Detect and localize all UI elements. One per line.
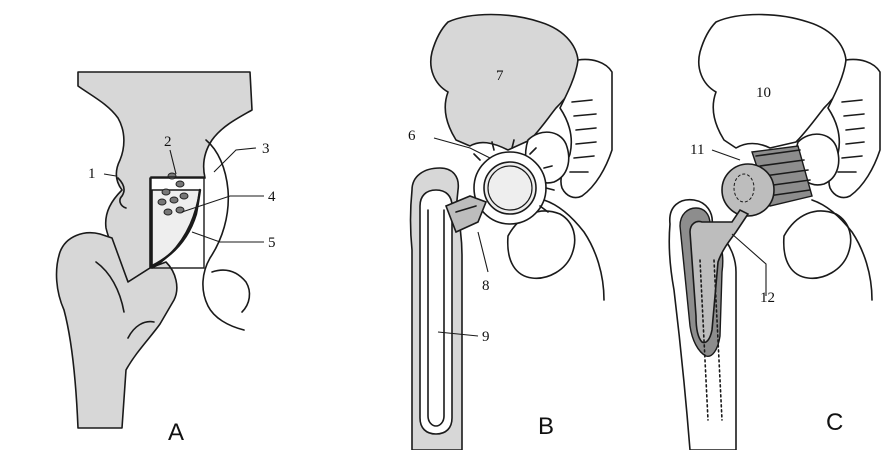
ischium-c (784, 211, 851, 278)
label-12: 12 (760, 290, 775, 306)
panel-a-drawing (57, 72, 264, 428)
label-11: 11 (690, 142, 704, 158)
acetabular-cup-c (722, 146, 812, 216)
femoral-stem-b (420, 190, 452, 434)
ischium-a (212, 270, 249, 312)
label-4: 4 (268, 189, 276, 205)
label-2: 2 (164, 134, 172, 150)
leader-1 (104, 174, 116, 176)
leader-12 (732, 234, 766, 296)
pelvis-contour-a (203, 140, 244, 330)
panel-b-drawing (411, 15, 613, 450)
label-8: 8 (482, 278, 490, 294)
label-7: 7 (496, 68, 504, 84)
label-1: 1 (88, 166, 96, 182)
leader-11 (712, 150, 740, 160)
label-3: 3 (262, 141, 270, 157)
panel-label-c: C (826, 409, 843, 436)
leader-8 (478, 232, 488, 272)
label-9: 9 (482, 329, 490, 345)
pelvis-b (431, 15, 578, 151)
panel-c-drawing (669, 15, 880, 450)
leader-5 (192, 232, 264, 242)
panel-label-b: B (538, 413, 554, 440)
panel-label-a: A (168, 419, 184, 446)
label-10: 10 (756, 85, 771, 101)
pelvis-c (699, 15, 846, 149)
label-6: 6 (408, 128, 416, 144)
label-5: 5 (268, 235, 276, 251)
